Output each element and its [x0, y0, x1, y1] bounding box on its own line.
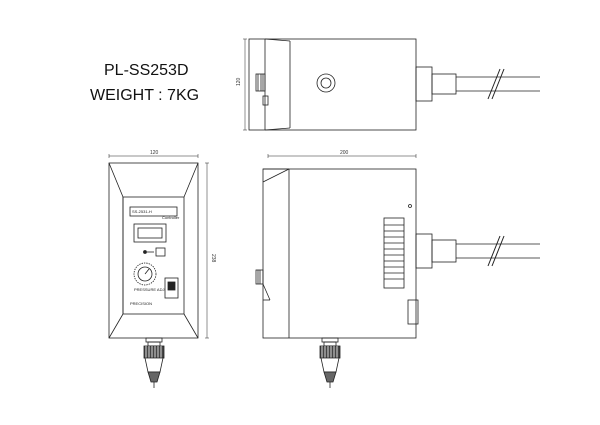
- side-view: [255, 154, 540, 388]
- reset-button: [155, 247, 166, 257]
- panel-brand-text: SS-2531-H: [132, 209, 152, 214]
- side-view-knob: [255, 269, 264, 285]
- top-view-connector: [415, 66, 433, 102]
- top-view-bevel-top: [264, 38, 291, 42]
- front-view: [108, 154, 209, 388]
- panel-maker-text: PRECISION: [130, 301, 152, 306]
- top-view-port-inner: [320, 77, 332, 89]
- model-number: PL-SS253D: [104, 62, 189, 79]
- power-switch: [164, 277, 179, 299]
- weight-label: WEIGHT : 7KG: [90, 87, 200, 104]
- dim-side-width: 200: [340, 150, 349, 156]
- panel-controller-text: Controller: [162, 215, 180, 220]
- panel-dial-label: PRESSURE ADJ: [134, 287, 164, 292]
- top-view-port-outer: [316, 73, 336, 93]
- side-chuck: [319, 345, 341, 388]
- adjust-dial-outer: [133, 262, 157, 286]
- side-view-connector: [415, 233, 433, 269]
- top-view-body: [248, 38, 417, 131]
- display-window: [133, 223, 167, 243]
- dim-top-height: 120: [236, 77, 242, 86]
- top-view-knob: [255, 73, 266, 92]
- top-view-cable-break: [487, 68, 501, 100]
- dim-front-height: 238: [210, 254, 216, 263]
- vent-slots: [383, 217, 405, 289]
- side-view-cable-break: [487, 235, 501, 267]
- brand-plate: [129, 206, 178, 217]
- top-view-switch: [262, 95, 269, 106]
- top-view-bevel-bottom: [264, 127, 291, 131]
- front-view-body: [108, 162, 199, 339]
- adjust-dial: [137, 266, 153, 282]
- side-view-body: [262, 168, 417, 339]
- indicator-led: [143, 250, 147, 254]
- front-chuck: [143, 345, 165, 388]
- dim-front-width: 120: [150, 150, 159, 156]
- top-view: [243, 38, 540, 131]
